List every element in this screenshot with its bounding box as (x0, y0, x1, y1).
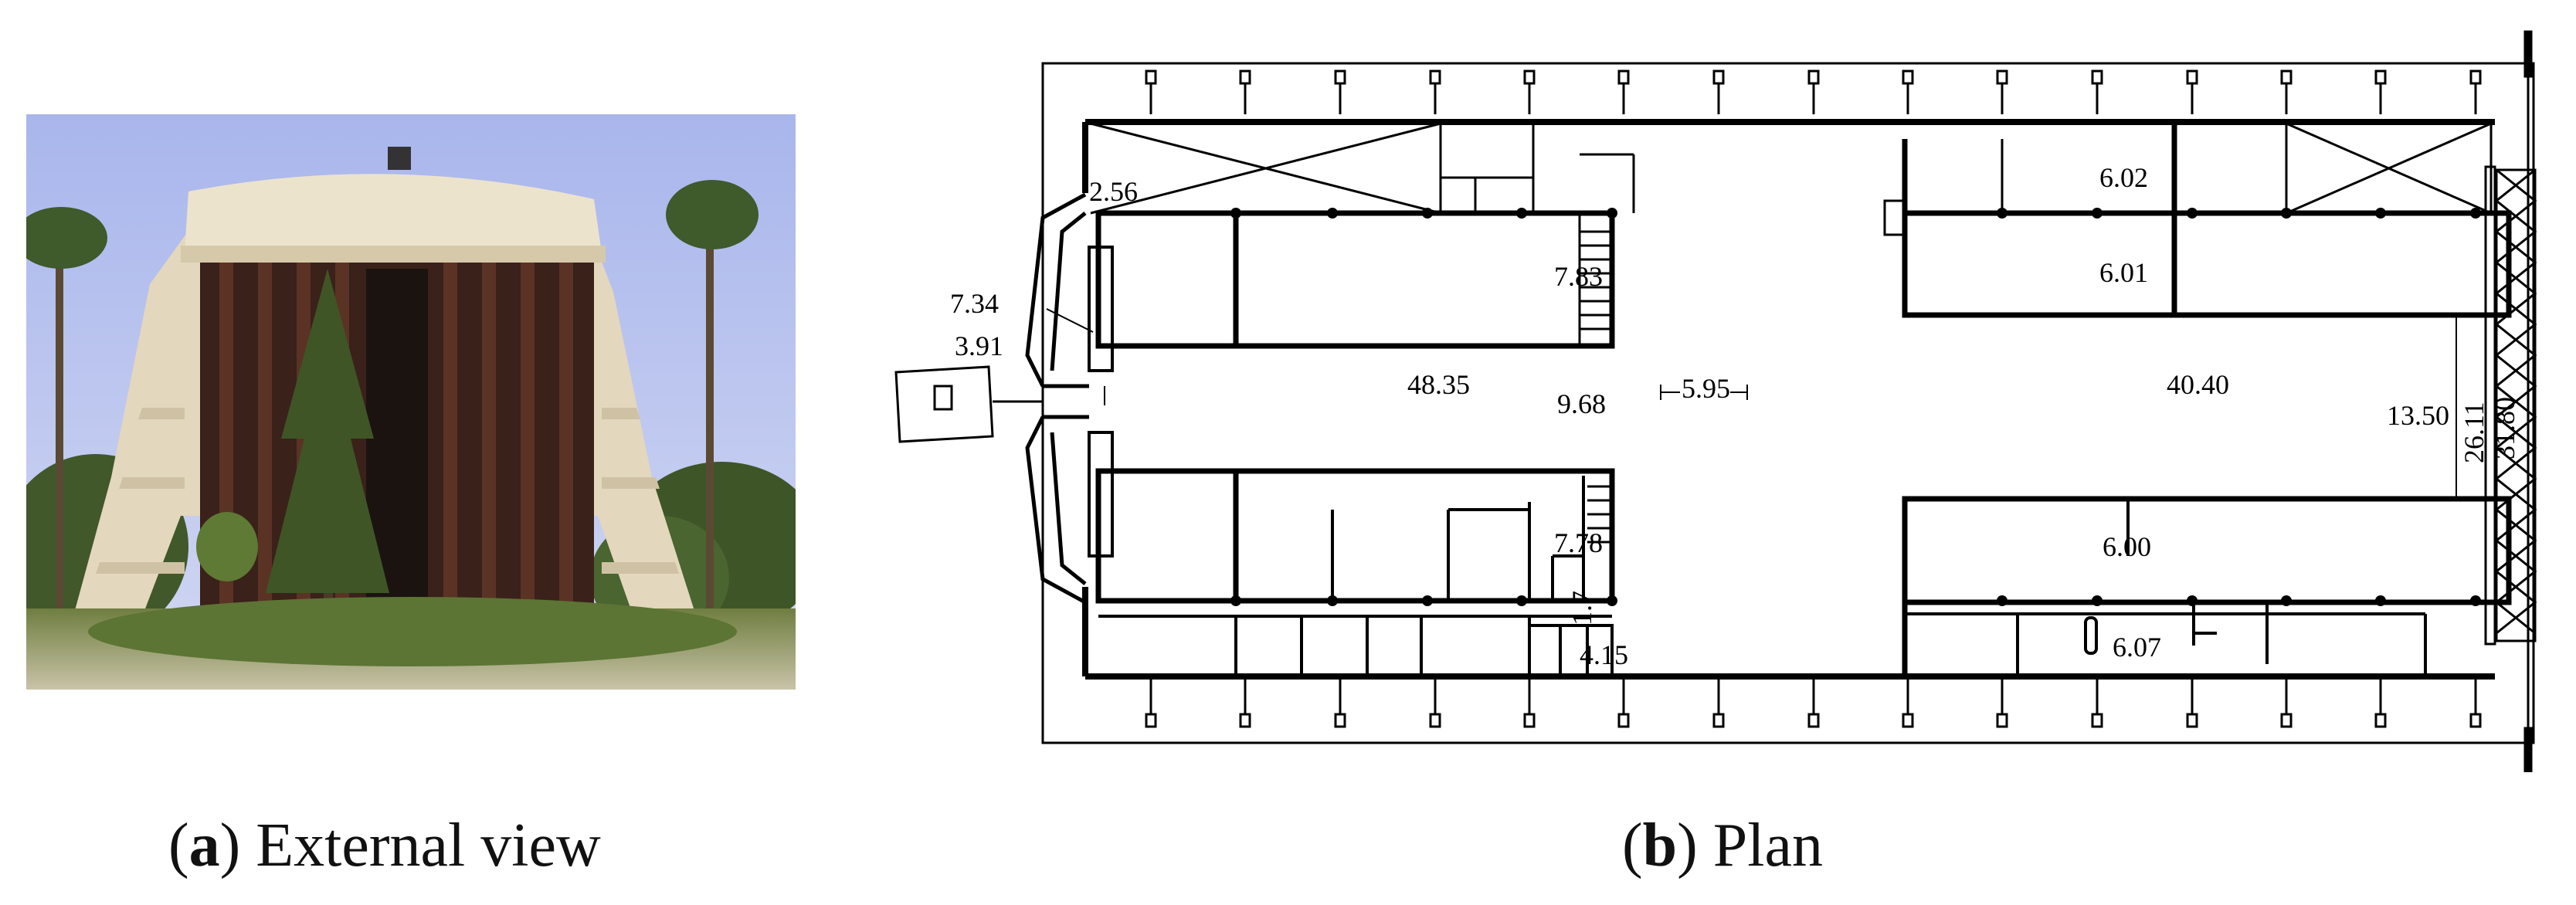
right-buttress (594, 242, 706, 647)
top-right-block (1902, 122, 2512, 318)
bottom-left-rooms (1098, 615, 1614, 678)
dim-6-00: 6.00 (2103, 531, 2151, 562)
hangar-walls (1082, 119, 2495, 680)
site-boundary (1041, 62, 2535, 744)
interior-columns (1230, 208, 2481, 606)
dim-6-02: 6.02 (2099, 162, 2148, 193)
dim-31-80: 31.80 (2489, 397, 2520, 459)
bottom-right-block (1902, 496, 2512, 676)
external-view-photo (3, 114, 822, 690)
dimension-lines (1046, 308, 1748, 405)
guard-booth (894, 365, 1043, 443)
hangar-gate (2484, 165, 2537, 646)
caption-a-text: External view (256, 812, 601, 880)
caption-a-letter: a (188, 812, 220, 880)
dim-5-95: 5.95 (1682, 373, 1730, 404)
top-left-block (1095, 210, 1615, 349)
caption-b-letter: b (1642, 812, 1678, 880)
roof-cap (185, 174, 602, 253)
left-buttress (65, 215, 200, 647)
caption-b-text: Plan (1712, 812, 1824, 880)
dim-3-91: 3.91 (955, 330, 1003, 361)
palm-left (15, 207, 107, 663)
dim-6-01: 6.01 (2099, 257, 2148, 288)
dim-7-34: 7.34 (950, 288, 999, 319)
dim-6-07: 6.07 (2113, 632, 2161, 663)
dim-4-15: 4.15 (1580, 639, 1628, 670)
dim-40-40: 40.40 (2167, 369, 2229, 400)
palm-right (666, 180, 759, 655)
column-markers (1145, 69, 2482, 728)
dim-2-56: 2.56 (1089, 176, 1138, 207)
caption-external-view: (a) External view (168, 812, 601, 880)
caption-plan: (b) Plan (1622, 812, 1824, 880)
dim-48-35: 48.35 (1407, 369, 1470, 400)
floor-plan: 2.56 7.34 3.91 7.83 48.35 9.68 5.95 40.4… (888, 15, 2557, 775)
dim-1-7: 1.7 (1566, 591, 1597, 625)
dim-9-68: 9.68 (1557, 388, 1606, 419)
dim-7-83: 7.83 (1554, 261, 1603, 292)
bottom-left-block (1095, 468, 1615, 604)
stair-bottom-left (1587, 485, 1610, 544)
dim-13-50: 13.50 (2387, 400, 2449, 431)
dim-7-78: 7.78 (1554, 527, 1603, 558)
dim-26-11: 26.11 (2459, 402, 2489, 463)
stair-top-left (1578, 213, 1610, 346)
bottom-right-rooms (1905, 499, 2427, 676)
